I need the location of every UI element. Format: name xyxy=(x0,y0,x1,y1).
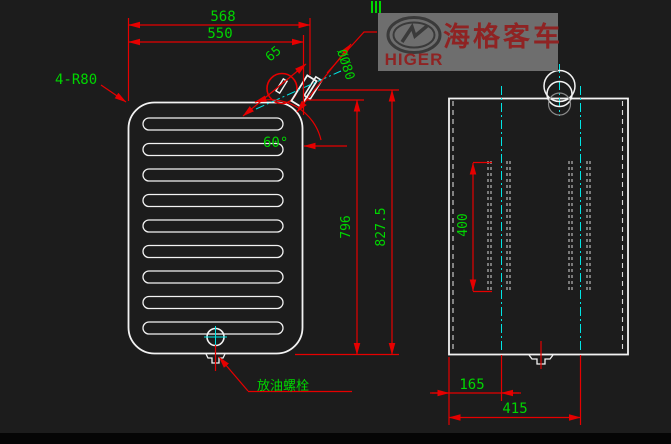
leader-drain xyxy=(218,356,249,392)
bottom-bar xyxy=(0,433,671,444)
dim-arc-60 xyxy=(254,95,322,141)
louver-slot xyxy=(142,168,284,182)
logo-text-cn: 海格客车 xyxy=(443,21,563,52)
leader-corner-radius xyxy=(100,84,127,103)
logo-text-en: HIGER xyxy=(385,50,444,69)
higer-logo: HIGER 海格客车 xyxy=(378,13,563,71)
side-view-dimensions xyxy=(430,161,582,425)
dim-text-827: 827.5 xyxy=(374,207,389,246)
louver-slot xyxy=(142,219,284,233)
louver-slot xyxy=(142,295,284,310)
side-slot-edges xyxy=(487,161,591,293)
dim-text-165: 165 xyxy=(459,377,484,393)
dim-text-415: 415 xyxy=(502,401,527,417)
louver-slot xyxy=(142,270,284,284)
louver-slot xyxy=(142,117,284,131)
louver-slot xyxy=(142,321,284,335)
dim-text-60deg: 60° xyxy=(263,135,288,151)
side-view xyxy=(448,64,629,365)
drain-label: 放油螺栓 xyxy=(257,379,309,394)
louver-slot xyxy=(142,244,284,259)
dimension-texts: 568 550 4-R80 65 ØØ80 60° 796 827.5 400 … xyxy=(55,9,528,417)
dim-line-65 xyxy=(242,63,307,117)
louver-slot xyxy=(142,193,284,208)
leader-weld-mark xyxy=(326,31,377,74)
dim-text-796: 796 xyxy=(339,215,354,238)
side-outline xyxy=(448,97,629,356)
side-centerlines xyxy=(501,64,581,352)
dim-text-400: 400 xyxy=(456,213,471,236)
filler-cap-side xyxy=(543,69,576,116)
dim-text-568: 568 xyxy=(210,9,235,25)
front-view-dimensions xyxy=(100,18,399,393)
dim-text-550: 550 xyxy=(207,26,232,42)
dim-line-diameter xyxy=(296,43,352,113)
weld-mark-iii xyxy=(371,1,381,13)
dim-text-corner-radius: 4-R80 xyxy=(55,72,97,88)
louver-slot xyxy=(142,142,284,157)
louver-slots xyxy=(142,117,284,335)
higer-emblem-icon xyxy=(386,16,442,54)
hidden-edges xyxy=(452,101,624,352)
